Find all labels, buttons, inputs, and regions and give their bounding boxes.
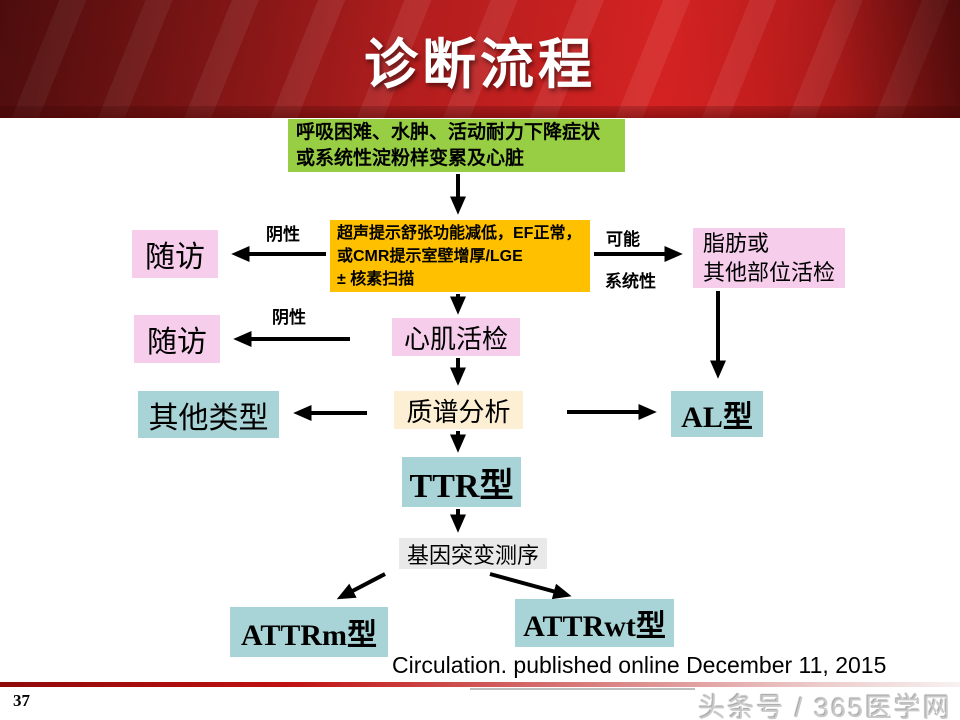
node-ttr-type: TTR型	[402, 457, 521, 507]
node-imaging-line1: 超声提示舒张功能减低，EF正常，	[337, 225, 582, 242]
node-followup-1: 随访	[132, 230, 218, 278]
footer-divider-line	[0, 682, 960, 687]
edge-label-negative-2: 阴性	[272, 308, 306, 327]
node-fat-biopsy-line1: 脂肪或	[703, 231, 770, 256]
node-imaging-criteria: 超声提示舒张功能减低，EF正常， 或CMR提示室壁增厚/LGE ± 核素扫描	[330, 220, 590, 292]
node-imaging-line3: ± 核素扫描	[337, 271, 415, 288]
edge-label-systemic: 系统性	[605, 272, 656, 291]
node-followup-2: 随访	[134, 315, 220, 363]
title-banner: 诊断流程	[0, 0, 960, 118]
node-myocardial-biopsy: 心肌活检	[392, 318, 520, 356]
node-gene-sequencing: 基因突变测序	[399, 538, 547, 569]
page-number: 37	[13, 691, 30, 710]
node-attrm-type: ATTRm型	[230, 607, 388, 657]
edge-label-negative-1: 阴性	[266, 225, 300, 244]
watermark-text: 头条号 / 365医学网	[698, 693, 952, 720]
footer-divider-line-secondary	[470, 688, 695, 690]
node-symptoms: 呼吸困难、水肿、活动耐力下降症状 或系统性淀粉样变累及心脏	[288, 119, 625, 172]
node-symptoms-line1: 呼吸困难、水肿、活动耐力下降症状	[296, 122, 601, 143]
node-other-type: 其他类型	[138, 391, 279, 438]
node-attrwt-type: ATTRwt型	[515, 599, 674, 647]
node-mass-spectrometry: 质谱分析	[394, 391, 523, 429]
citation-text: Circulation. published online December 1…	[392, 652, 887, 678]
edge-label-possible: 可能	[606, 230, 640, 249]
node-symptoms-line2: 或系统性淀粉样变累及心脏	[296, 148, 525, 169]
node-fat-biopsy-line2: 其他部位活检	[703, 260, 836, 285]
node-imaging-line2: 或CMR提示室壁增厚/LGE	[337, 248, 523, 265]
node-al-type: AL型	[671, 391, 763, 437]
node-fat-biopsy: 脂肪或 其他部位活检	[693, 228, 845, 288]
slide-title: 诊断流程	[364, 34, 596, 95]
